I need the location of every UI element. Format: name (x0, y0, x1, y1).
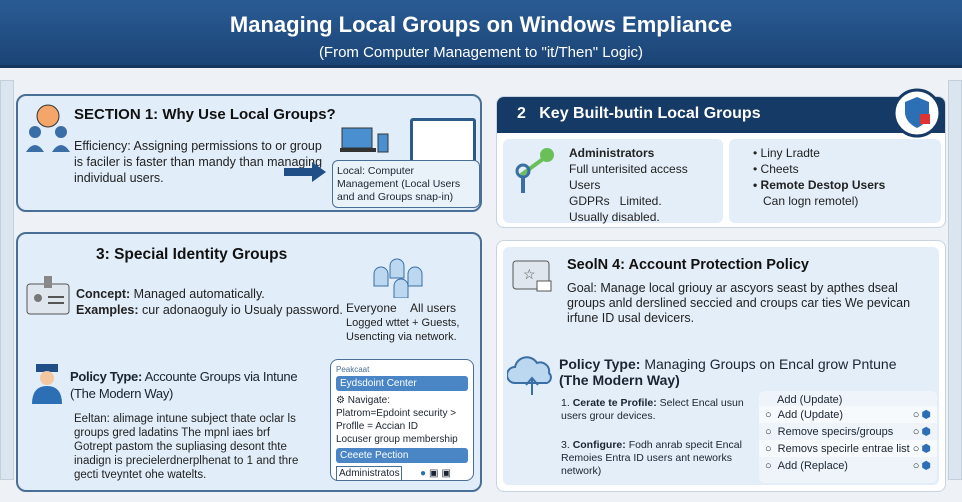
options-list: Add (Update) ○Add (Update)○⬢○Remove spec… (759, 391, 937, 483)
chat-star-icon: ☆ (512, 260, 552, 292)
option-label: Add (Update) (777, 408, 844, 421)
cloud-upload-icon (507, 356, 552, 395)
radio-button[interactable]: ○ (912, 442, 920, 455)
concept-line: Concept: Managed automatically. (76, 287, 265, 301)
option-row[interactable]: ○Add (Update)○⬢ (759, 406, 937, 423)
radio-button[interactable]: ○ (765, 408, 772, 421)
radio-button[interactable]: ○ (912, 425, 920, 438)
radio-button[interactable]: ○ (912, 459, 920, 472)
section-2-card: 2 Key Built-butin Local Groups Administr… (496, 96, 946, 228)
policy-type-line: Policy Type: Accounte Groups via Intune (70, 369, 298, 384)
radio-button[interactable]: ○ (912, 408, 920, 421)
section-4-goal: Goal: Manage local griouy ar ascyors sea… (567, 281, 911, 325)
policy-body: Eeltan: alimage intune subject thate ocl… (74, 413, 299, 481)
endpoint-center-panel: Peakcaat Eydsdoint Center ⚙ Navigate: Pl… (330, 359, 474, 481)
shield-icon (892, 88, 942, 138)
lightbulb-users-icon (26, 104, 70, 152)
computer-management-callout: Local: Computer Management (Local Users … (332, 160, 480, 208)
laptop-phone-icon (340, 127, 389, 153)
other-groups-panel: • Liny Lradte • Cheets • Remote Destop U… (729, 139, 941, 223)
options-title: Add (Update) (777, 394, 843, 406)
radio-button[interactable]: ○ (765, 442, 772, 455)
section-3-card: 3: Special Identity Groups Concept: Mana… (16, 232, 482, 492)
section-4-card: ☆ SeolN 4: Account Protection Policy Goa… (496, 240, 946, 492)
endpoint-center-bar[interactable]: Eydsdoint Center (336, 376, 468, 391)
svg-text:☆: ☆ (523, 266, 536, 282)
everyone-desc: Logged wttet + Guests, Usencting via net… (346, 317, 460, 343)
everyone-line: Everyone All users (346, 301, 457, 315)
policy-type-line: Policy Type: Managing Groups on Encal gr… (559, 356, 897, 372)
group-bullet: • Liny Lradte (753, 146, 820, 160)
section-1-title: SECTION 1: Why Use Local Groups? (74, 106, 336, 123)
section-1-card: SECTION 1: Why Use Local Groups? Efficie… (16, 94, 482, 212)
group-bullet: • Remote Destop Users (753, 178, 886, 192)
option-row[interactable]: ○Add (Replace)○⬢ (759, 457, 937, 474)
policy-sub: (The Modern Way) (70, 386, 174, 401)
list-icon[interactable]: ▣ (429, 468, 439, 479)
option-label: Add (Replace) (777, 459, 848, 472)
circuit-decoration (948, 80, 962, 480)
group-bullet: • Cheets (753, 162, 799, 176)
header-banner: Managing Local Groups on Windows Emplian… (0, 0, 962, 68)
radio-button[interactable]: ○ (765, 425, 772, 438)
arrow-right-icon (284, 168, 314, 176)
panel-caption: Peakcaat (336, 365, 370, 374)
section-2-number: 2 (517, 105, 526, 122)
section-4-title: SeolN 4: Account Protection Policy (567, 257, 809, 273)
user-icon[interactable]: ● (420, 468, 427, 479)
examples-line: Examples: cur adonaoguly io Usualy passw… (76, 303, 343, 317)
panel-line: Locuser group membership (336, 434, 458, 445)
admin-line: GDPRs Limited. (569, 194, 662, 208)
panel-line: Platrom=Epdoint security > (336, 408, 457, 419)
section-1-body: Efficiency: Assigning permissions to or … (74, 139, 323, 185)
admin-group-name: Administrators (569, 146, 655, 160)
administrators-panel: Administrators Full unterisited access U… (503, 139, 723, 224)
shield-small-icon: ⬢ (921, 443, 931, 455)
group-note: Can logn remotel) (763, 194, 859, 208)
admin-line: Full unterisited access (569, 162, 688, 176)
admin-line: Users (569, 178, 601, 192)
option-row[interactable]: ○Removs specirle entrae list○⬢ (759, 440, 937, 457)
section-2-title: Key Built-butin Local Groups (539, 105, 761, 122)
group-input[interactable]: Administratos (336, 466, 402, 481)
panel-line: Proflle = Accian ID (336, 421, 418, 432)
step-1: 1. Cerate te Profile: Select Encal usun … (561, 397, 744, 422)
arrow-head (312, 162, 326, 182)
page-subtitle: (From Computer Management to "it/Then" L… (318, 44, 644, 61)
circuit-decoration (0, 80, 14, 480)
option-label: Removs specirle entrae list (777, 442, 910, 455)
policy-sub: (The Modern Way) (559, 372, 680, 388)
officer-icon (32, 364, 62, 404)
option-row[interactable]: ○Remove specirs/groups○⬢ (759, 423, 937, 440)
section-2-header: 2 Key Built-butin Local Groups (497, 97, 945, 133)
option-label: Remove specirs/groups (777, 425, 894, 438)
section-3-title: 3: Special Identity Groups (96, 246, 288, 263)
navigate-label: ⚙ Navigate: (336, 395, 390, 406)
shield-small-icon: ⬢ (921, 460, 931, 472)
create-section-bar[interactable]: Ceeete Pection (336, 448, 468, 463)
key-icon (515, 148, 554, 193)
ghost-users-icon (373, 258, 423, 298)
admin-line: Usually disabled. (569, 210, 660, 224)
id-badge-icon (26, 276, 70, 315)
radio-button[interactable]: ○ (765, 459, 772, 472)
page-title: Managing Local Groups on Windows Emplian… (229, 12, 733, 37)
shield-small-icon: ⬢ (921, 409, 931, 421)
step-3: 3. Configure: Fodh anrab specit Encal Re… (561, 439, 742, 477)
settings-icon[interactable]: ▣ (441, 468, 451, 479)
shield-small-icon: ⬢ (921, 426, 931, 438)
